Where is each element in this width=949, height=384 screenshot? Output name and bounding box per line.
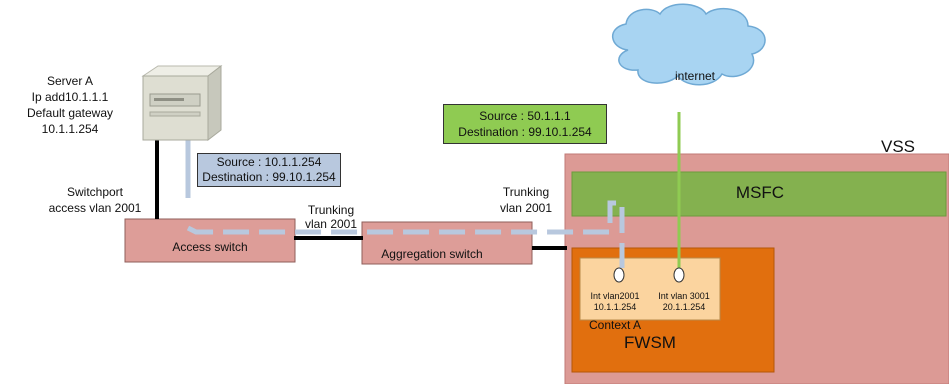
server-gateway-ip: 10.1.1.254 xyxy=(41,122,99,136)
trunk-1-vlan: vlan 2001 xyxy=(304,217,358,231)
server-name: Server A xyxy=(46,74,94,88)
context-a-box xyxy=(579,257,721,321)
packet-a-source: Source : 10.1.1.254 xyxy=(216,155,322,169)
access-switch-box[interactable] xyxy=(124,218,296,263)
server-tower-icon xyxy=(141,64,223,142)
internet-label: internet xyxy=(674,69,716,83)
packet-info-server: Source : 10.1.1.254 Destination : 99.10.… xyxy=(197,153,341,187)
trunk-2-vlan: vlan 2001 xyxy=(499,201,553,215)
aggregation-switch-box[interactable] xyxy=(361,221,533,265)
context-a-label: Context A xyxy=(588,318,642,332)
packet-b-source: Source : 50.1.1.1 xyxy=(479,109,571,123)
msfc-module xyxy=(571,171,947,217)
if2-ip: 20.1.1.254 xyxy=(662,302,706,312)
server-gateway-label: Default gateway xyxy=(26,106,114,120)
switchport-label: Switchport xyxy=(66,185,124,199)
if1-name: Int vlan2001 xyxy=(590,291,640,301)
trunk-1-label: Trunking xyxy=(307,203,355,217)
packet-a-destination: Destination : 99.10.1.254 xyxy=(202,170,336,184)
server-ip: Ip add10.1.1.1 xyxy=(31,90,109,104)
access-switch-label: Access switch xyxy=(172,240,248,254)
if-vlan2001-marker[interactable] xyxy=(613,267,625,283)
packet-info-internet: Source : 50.1.1.1 Destination : 99.10.1.… xyxy=(443,104,607,144)
msfc-label: MSFC xyxy=(735,183,785,202)
vss-label: VSS xyxy=(880,137,916,156)
if2-name: Int vlan 3001 xyxy=(658,291,710,301)
if1-ip: 10.1.1.254 xyxy=(593,302,637,312)
trunk-2-label: Trunking xyxy=(502,185,550,199)
cloud-icon xyxy=(612,3,766,86)
switchport-vlan: access vlan 2001 xyxy=(48,201,142,215)
fwsm-label: FWSM xyxy=(624,333,676,352)
if-vlan3001-marker[interactable] xyxy=(673,267,685,283)
aggregation-switch-label: Aggregation switch xyxy=(381,247,483,261)
packet-b-destination: Destination : 99.10.1.254 xyxy=(458,125,592,139)
flow-path xyxy=(186,200,625,268)
